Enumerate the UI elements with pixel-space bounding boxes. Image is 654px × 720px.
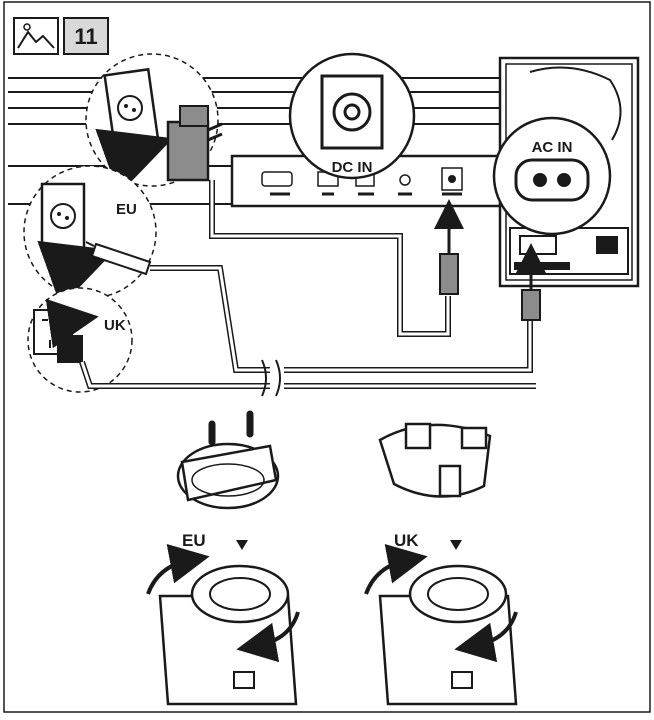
eu-adapter-base <box>146 544 300 706</box>
step-badge: 11 <box>63 17 109 55</box>
ac-in-magnifier: AC IN <box>492 116 612 236</box>
aux-port <box>399 174 411 186</box>
uk-plug-head <box>378 422 492 498</box>
uk-align-marker-icon <box>450 540 462 550</box>
uk-top-label: UK <box>104 317 126 334</box>
push-arrow-icon <box>37 240 115 307</box>
rotate-arrow-icon <box>146 544 210 595</box>
eu-socket-adapter-detail <box>85 53 223 195</box>
dc-in-magnifier: DC IN <box>288 52 416 180</box>
power-adapter <box>166 120 210 182</box>
cables <box>79 180 546 397</box>
eu-plug <box>90 242 152 276</box>
rotate-arrow-icon <box>454 611 518 663</box>
eu-plug-head <box>176 410 280 510</box>
eu-wall-plug-detail: EU <box>23 165 157 307</box>
step-number: 11 <box>74 24 97 49</box>
picture-icon <box>13 17 59 55</box>
uk-wall-plug-detail: UK <box>27 287 133 393</box>
rotate-arrow-icon <box>236 611 300 663</box>
page-border <box>3 1 651 713</box>
uk-bottom-label: UK <box>394 531 419 550</box>
eu-bottom-label: EU <box>182 531 206 550</box>
ac-in-label: AC IN <box>532 139 573 156</box>
eu-top-label: EU <box>116 201 137 218</box>
uk-plug <box>57 335 83 363</box>
push-arrow-icon <box>95 128 173 195</box>
dc-in-label: DC IN <box>332 159 373 176</box>
eu-align-marker-icon <box>236 540 248 550</box>
rotate-arrow-icon <box>364 544 428 595</box>
uk-adapter-base <box>364 544 518 706</box>
hdmi-port <box>261 171 293 187</box>
